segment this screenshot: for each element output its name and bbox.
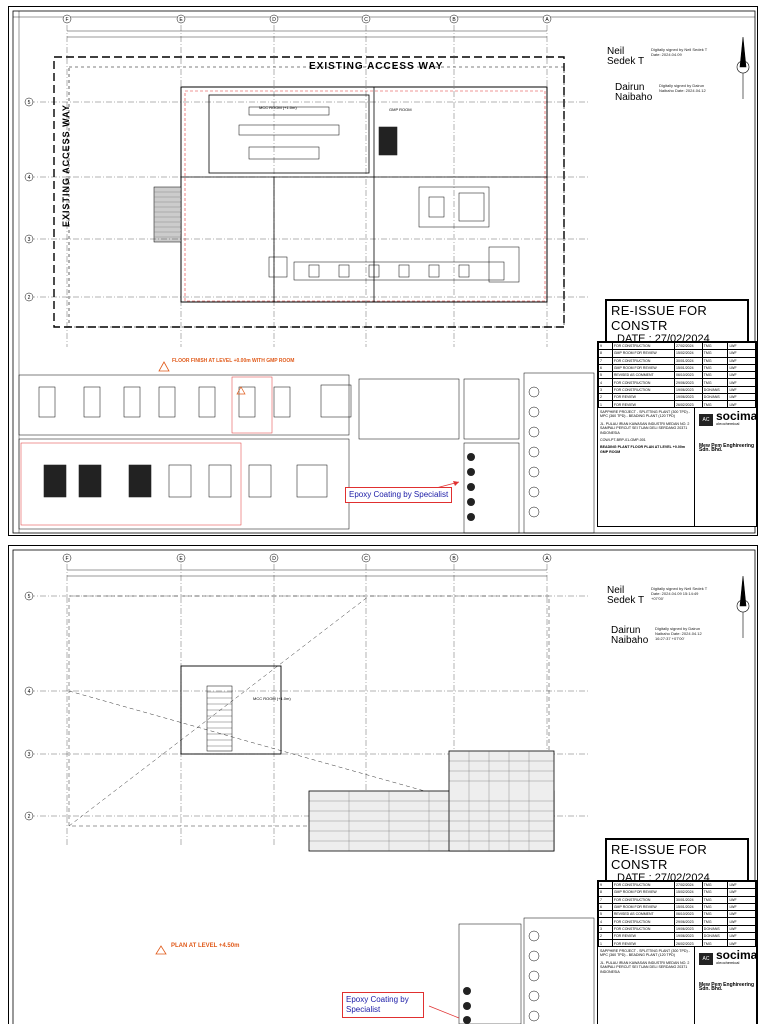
svg-text:C: C (364, 17, 368, 23)
plan-level-label: PLAN AT LEVEL +4.50m (171, 943, 240, 949)
socimas-logo-icon: AC (699, 414, 713, 426)
company-name: Mew Pem Enghireering Sdn. Bhd. (699, 443, 755, 454)
reissue-title: RE-ISSUE FOR CONSTR (611, 842, 708, 872)
signature-stamp: Digitally signed by Neil Sedek T Date: 2… (651, 586, 708, 601)
site-address: JL. PULAU IRIAN KAWASAN INDUSTRI MEDAN N… (600, 960, 690, 974)
floor-finish-note: FLOOR FINISH AT LEVEL +0.00m WITH GMP RO… (172, 358, 295, 364)
svg-text:3: 3 (28, 237, 31, 243)
mcc-room-note: MCC ROOM (+1.0m) (259, 105, 297, 110)
reissue-stamp: RE-ISSUE FOR CONSTR DATE : 27/02/2024 (605, 838, 749, 888)
svg-text:E: E (179, 556, 183, 562)
signature-block-1: Neil Sedek T Digitally signed by Neil Se… (607, 46, 707, 67)
drawing-sheet-1: F E D C B A (8, 6, 758, 536)
svg-text:3: 3 (28, 752, 31, 758)
reissue-stamp: RE-ISSUE FOR CONSTR DATE : 27/02/2024 (605, 299, 749, 349)
signature-stamp: Digitally signed by Neil Sedek T Date: 2… (651, 47, 708, 57)
signer-name-line2: Sedek T (607, 56, 645, 67)
gmp-room-note: GMP ROOM (389, 107, 412, 112)
svg-text:A: A (545, 556, 549, 562)
signer-name-line2: Sedek T (607, 595, 645, 606)
svg-text:5: 5 (28, 100, 31, 106)
signature-block-2: Dairun Naibaho Digitally signed by Dairu… (611, 625, 702, 646)
company-name: Mew Pem Enghireering Sdn. Bhd. (699, 982, 755, 993)
signer-name-line2: Naibaho (615, 92, 653, 103)
signer-name-line2: Naibaho (611, 635, 649, 646)
svg-text:B: B (452, 17, 456, 23)
title-block: SAPPHIRE PROJECT - SPLITTING PLANT (300 … (597, 946, 757, 1024)
svg-text:A: A (545, 17, 549, 23)
north-arrow-icon (736, 575, 750, 638)
signer-name-line1: Dairun (611, 625, 641, 636)
mcc-room-note: MCC ROOM (+1.0m) (253, 696, 291, 701)
svg-text:D: D (272, 556, 276, 562)
drawing-sheet-2: F E D C B A 5 4 3 2 (8, 545, 758, 1024)
drawing-number: COWI-PT-BRP-01-GMP-001 (600, 438, 646, 443)
epoxy-coating-callout: Epoxy Coating by Specialist (345, 487, 453, 503)
title-block: SAPPHIRE PROJECT - SPLITTING PLANT (300 … (597, 407, 757, 527)
svg-text:C: C (364, 556, 368, 562)
access-way-top-label: EXISTING ACCESS WAY (309, 61, 444, 72)
reissue-title: RE-ISSUE FOR CONSTR (611, 303, 708, 333)
access-way-left-label: EXISTING ACCESS WAY (61, 104, 71, 227)
signature-block-1: Neil Sedek T Digitally signed by Neil Se… (607, 585, 707, 606)
signature-block-2: Dairun Naibaho Digitally signed by Dairu… (615, 82, 706, 103)
signature-stamp: Digitally signed by Dairun Naibaho Date:… (655, 626, 702, 641)
floor-plan-drawing-1: F E D C B A (12, 10, 756, 534)
svg-text:4: 4 (28, 175, 31, 181)
svg-text:2: 2 (28, 814, 31, 820)
svg-text:E: E (179, 17, 183, 23)
project-title: SAPPHIRE PROJECT - SPLITTING PLANT (300 … (600, 949, 690, 958)
north-arrow-icon (736, 36, 750, 99)
socimas-logo-icon: AC (699, 953, 713, 965)
epoxy-coating-callout: Epoxy Coating by Specialist (342, 992, 424, 1018)
site-address: JL. PULAU IRIAN KAWASAN INDUSTRI MEDAN N… (600, 421, 690, 435)
socimas-logo: AC socimasoleochemical (699, 949, 757, 965)
signer-name-line1: Neil (607, 46, 625, 57)
svg-text:D: D (272, 17, 276, 23)
svg-text:4: 4 (28, 689, 31, 695)
svg-text:5: 5 (28, 594, 31, 600)
project-title: SAPPHIRE PROJECT - SPLITTING PLANT (300 … (600, 410, 690, 419)
floor-plan-drawing-2: F E D C B A 5 4 3 2 (12, 549, 756, 1024)
svg-text:F: F (65, 556, 68, 562)
signer-name-line1: Neil (607, 585, 625, 596)
signature-stamp: Digitally signed by Dairun Naibaho Date:… (659, 83, 706, 93)
svg-text:B: B (452, 556, 456, 562)
svg-text:2: 2 (28, 295, 31, 301)
socimas-logo: AC socimasoleochemical (699, 410, 757, 426)
signer-name-line1: Dairun (615, 82, 645, 93)
svg-text:F: F (65, 17, 68, 23)
drawing-title: BEADING PLANT FLOOR PLAN AT LEVEL +0.00m… (600, 445, 686, 454)
